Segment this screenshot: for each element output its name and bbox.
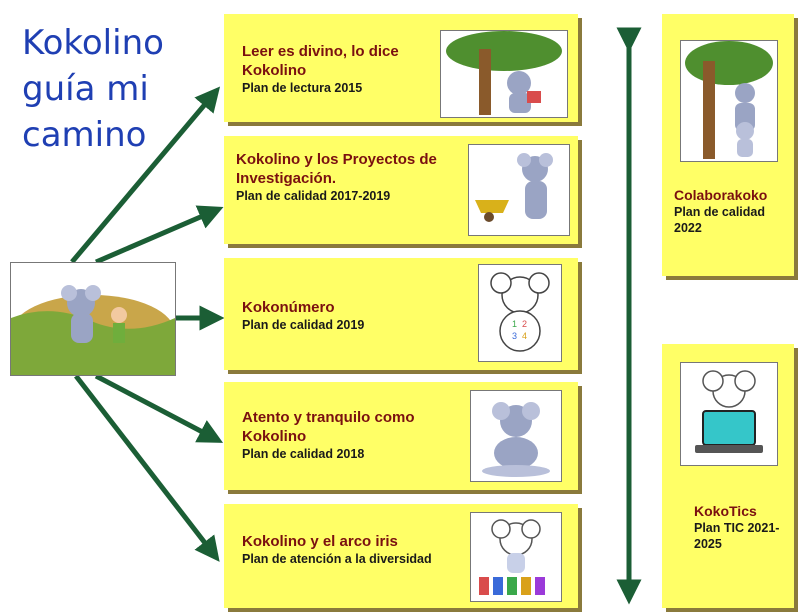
koala-meditating-icon — [482, 402, 550, 477]
svg-text:2: 2 — [522, 319, 527, 329]
card-title: Kokolino y el arco iris — [242, 533, 398, 550]
title-line-1: Kokolino — [22, 23, 164, 63]
koala-with-rainbow-kids-icon — [479, 519, 545, 595]
card-image: 1 2 3 4 — [478, 264, 562, 362]
card-leer-es-divino: Leer es divino, lo dice Kokolino Plan de… — [224, 14, 578, 122]
card-image — [440, 30, 568, 118]
card-image — [680, 40, 778, 162]
card-subtitle: Plan de calidad 2017-2019 — [236, 189, 391, 203]
koala-with-wheelbarrow-icon — [475, 153, 553, 222]
card-kokotics: KokoTics Plan TIC 2021-2025 — [662, 344, 794, 608]
page-title: Kokolino guía mi camino — [22, 20, 202, 158]
koala-with-numbers-icon: 1 2 3 4 — [490, 272, 550, 352]
card-proyectos-investigacion: Kokolino y los Proyectos de Investigació… — [224, 136, 578, 244]
card-kokonumero: Kokonúmero Plan de calidad 2019 1 2 3 4 — [224, 258, 578, 370]
card-subtitle: Plan TIC 2021-2025 — [694, 521, 780, 551]
koala-walking-with-child-icon — [11, 285, 175, 375]
koala-couple-under-tree-icon — [685, 41, 773, 159]
card-colaborakoko: Colaborakoko Plan de calidad 2022 — [662, 14, 794, 276]
card-arco-iris: Kokolino y el arco iris Plan de atención… — [224, 504, 578, 608]
card-image — [470, 512, 562, 602]
svg-text:4: 4 — [522, 331, 527, 341]
arrow-to-card-4 — [94, 373, 224, 443]
svg-text:1: 1 — [512, 319, 517, 329]
card-subtitle: Plan de atención a la diversidad — [242, 552, 432, 566]
title-line-3: camino — [22, 115, 147, 155]
card-title: Kokolino y los Proyectos de Investigació… — [236, 151, 437, 187]
arrow-to-card-5 — [74, 374, 220, 562]
card-image — [680, 362, 778, 466]
card-atento-tranquilo: Atento y tranquilo como Kokolino Plan de… — [224, 382, 578, 490]
card-image — [470, 390, 562, 482]
hub-image — [10, 262, 176, 376]
koala-reading-under-tree-icon — [441, 31, 567, 117]
card-subtitle: Plan de calidad 2018 — [242, 447, 365, 461]
svg-text:3: 3 — [512, 331, 517, 341]
card-title: Atento y tranquilo como Kokolino — [242, 409, 415, 445]
card-title: Colaborakoko — [674, 187, 768, 203]
card-subtitle: Plan de calidad 2019 — [242, 318, 365, 332]
card-title: Leer es divino, lo dice Kokolino — [242, 43, 399, 79]
koala-with-laptop-icon — [695, 370, 763, 453]
card-subtitle: Plan de lectura 2015 — [242, 81, 363, 95]
arrow-to-card-2 — [95, 205, 224, 265]
title-line-2: guía mi — [22, 69, 149, 109]
arrow-to-card-1 — [70, 86, 221, 264]
card-image — [468, 144, 570, 236]
card-title: Kokonúmero — [242, 299, 335, 316]
card-title: KokoTics — [694, 503, 757, 519]
card-subtitle: Plan de calidad 2022 — [674, 205, 766, 235]
